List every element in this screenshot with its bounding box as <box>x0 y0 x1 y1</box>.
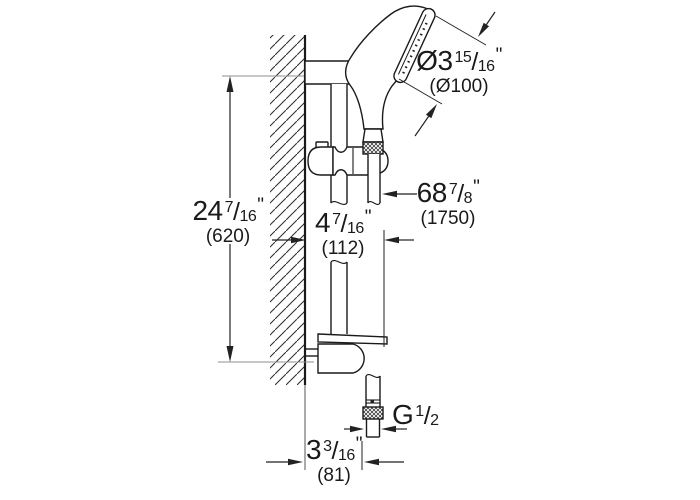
hand-shower-body <box>344 5 431 130</box>
hose-upper-segment <box>367 154 381 205</box>
wall-hatching <box>270 35 305 385</box>
dim-thread-lines <box>344 425 407 433</box>
rail-lower-segment <box>330 260 348 334</box>
wall <box>270 35 307 385</box>
soap-dish <box>317 333 388 345</box>
dimension-lines <box>218 11 496 470</box>
dim-rail-length-lines <box>218 75 314 363</box>
dim-metric: (112) <box>321 238 365 259</box>
dim-hose-length-leader <box>382 190 417 198</box>
dim-metric: (81) <box>317 465 351 486</box>
dim-holder-reach-lines <box>272 230 414 347</box>
shower-hose <box>362 128 384 438</box>
spray-nozzles <box>402 18 430 74</box>
hose-nut-bottom <box>362 406 384 420</box>
dim-wall-distance-lines <box>266 385 404 470</box>
dim-head-diameter-lines <box>398 11 496 137</box>
hose-end-fitting <box>362 374 384 438</box>
rail-upper-segment <box>330 84 348 205</box>
dim-metric: (1750) <box>420 208 476 229</box>
hand-shower <box>344 5 436 130</box>
hose-nut-top <box>362 141 384 155</box>
dim-metric: (620) <box>205 226 251 247</box>
dim-metric: (Ø100) <box>429 76 489 97</box>
hose-cone <box>362 128 384 143</box>
spray-face <box>393 7 436 84</box>
bottom-bracket <box>305 333 388 374</box>
